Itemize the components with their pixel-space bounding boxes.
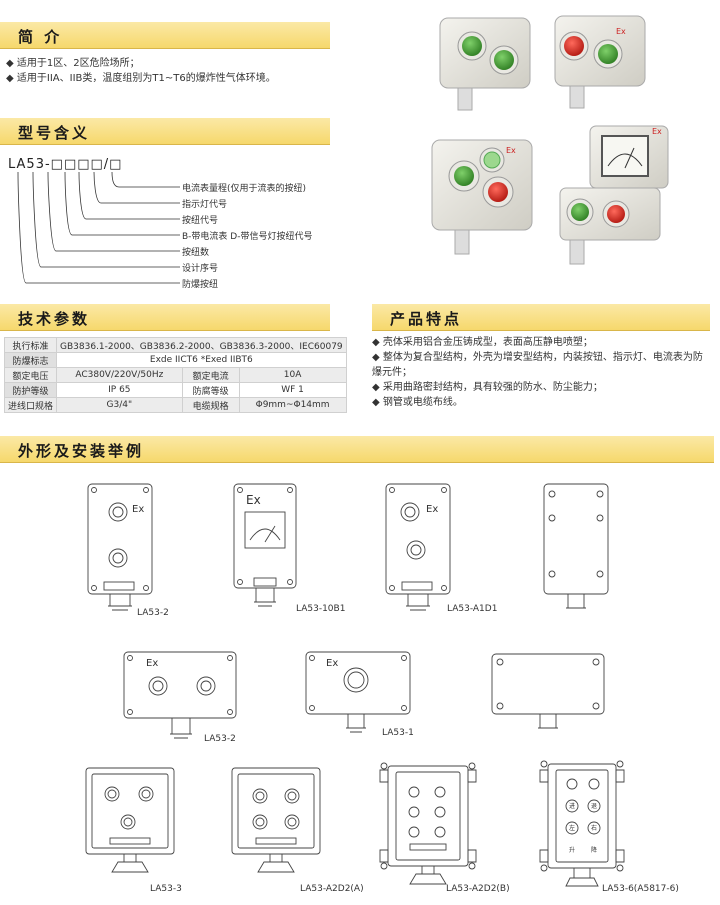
model-caption: LA53-A1D1: [447, 604, 498, 614]
model-label: 防爆按纽: [182, 280, 219, 290]
model-label: B-带电流表 D-带信号灯按纽代号: [182, 232, 313, 242]
ex-mark: Ex: [426, 504, 438, 515]
feature-item: ◆ 钢管或电缆布线。: [372, 397, 463, 408]
drawing-la53-6: [539, 760, 625, 887]
model-caption: LA53-6(A5817-6): [602, 884, 679, 894]
examples-header: 外形及安装举例: [0, 436, 714, 463]
feature-item: ◆ 整体为复合型结构，外壳为增安型结构，内装按钮、指示灯、电流表为防爆元件；: [372, 352, 703, 378]
specs-title: 技术参数: [18, 310, 91, 328]
model-caption: LA53-A2D2(A): [300, 884, 364, 894]
ex-mark: Ex: [132, 504, 144, 515]
specs-table: 执行标准 GB3836.1-2000、GB3836.2-2000、GB3836.…: [3, 337, 347, 413]
button-char: 右: [591, 824, 597, 832]
ex-mark: Ex: [146, 658, 158, 669]
photo-la53-2-green: [439, 17, 531, 111]
examples-title: 外形及安装举例: [18, 442, 145, 460]
model-caption: LA53-10B1: [296, 604, 346, 614]
model-caption: LA53-2: [137, 608, 169, 618]
model-label: 电流表量程(仅用于流表的按纽): [182, 184, 307, 194]
drawing-la53-10b1: [233, 483, 297, 607]
model-code: LA53-□□□□/□: [8, 157, 123, 172]
feature-item: ◆ 采用曲路密封结构，具有较强的防水、防尘能力；: [372, 382, 603, 393]
model-label: 设计序号: [182, 264, 219, 274]
model-caption: LA53-2: [204, 734, 236, 744]
model-header: 型号含义: [0, 118, 330, 145]
photo-la53-a1d1: Ex: [431, 139, 533, 255]
model-label: 指示灯代号: [182, 200, 228, 210]
intro-bullet: ◆ 适用于1区、2区危险场所；: [6, 58, 140, 69]
drawing-plain-horizontal: [491, 653, 605, 729]
model-label: 按纽数: [182, 248, 210, 258]
ex-mark: Ex: [326, 658, 338, 669]
model-caption: LA53-3: [150, 884, 182, 894]
button-char: 退: [591, 802, 597, 810]
table-row: 防护等级 IP 65 防腐等级 WF 1: [3, 382, 347, 398]
drawing-la53-2-vertical: [87, 483, 153, 611]
product-photos: Ex Ex Ex: [431, 15, 669, 265]
button-char: 降: [591, 846, 597, 854]
features-list: ◆ 壳体采用铝合金压铸成型，表面高压静电喷塑； ◆ 整体为复合型结构，外壳为增安…: [372, 335, 708, 410]
drawing-la53-2-horizontal: [123, 651, 237, 739]
model-caption: LA53-1: [382, 728, 414, 738]
specs-header: 技术参数: [0, 304, 330, 331]
intro-title: 简 介: [18, 28, 63, 46]
svg-text:Ex: Ex: [652, 127, 662, 136]
drawing-plain-vertical: [543, 483, 609, 609]
intro-bullet: ◆ 适用于IIA、IIB类，温度组别为T1~T6的爆炸性气体环境。: [6, 73, 276, 84]
model-title: 型号含义: [18, 124, 91, 142]
drawing-la53-3: [85, 767, 175, 873]
button-char: 进: [569, 802, 575, 810]
features-header: 产品特点: [372, 304, 710, 331]
button-char: 左: [569, 824, 575, 832]
ex-mark: Ex: [246, 493, 261, 507]
table-row: 执行标准 GB3836.1-2000、GB3836.2-2000、GB3836.…: [3, 337, 347, 353]
drawing-la53-a2d2-a: [231, 767, 321, 873]
svg-text:Ex: Ex: [616, 27, 626, 36]
model-label: 按纽代号: [182, 216, 219, 226]
drawing-la53-1: [305, 651, 411, 733]
table-row: 防爆标志 Exde IICT6 *Exed IIBT6: [3, 352, 347, 368]
drawing-la53-a1d1: [385, 483, 451, 611]
photo-la53-2-red-green: Ex: [554, 15, 646, 109]
feature-item: ◆ 壳体采用铝合金压铸成型，表面高压静电喷塑；: [372, 337, 593, 348]
svg-text:Ex: Ex: [506, 146, 516, 155]
drawing-la53-a2d2-b: [379, 762, 477, 885]
photo-la53-10b1: Ex: [559, 125, 669, 265]
model-code-leaders: [17, 171, 180, 284]
model-caption: LA53-A2D2(B): [446, 884, 510, 894]
features-title: 产品特点: [390, 310, 463, 328]
table-row: 额定电压 AC380V/220V/50Hz 额定电流 10A: [3, 367, 347, 383]
table-row: 进线口规格 G3/4" 电缆规格 Φ9mm~Φ14mm: [3, 397, 347, 413]
outline-drawings: Ex Ex Ex Ex Ex 进 退 左 右 升 降: [85, 483, 625, 887]
button-char: 升: [569, 846, 575, 854]
intro-header: 简 介: [0, 22, 330, 49]
